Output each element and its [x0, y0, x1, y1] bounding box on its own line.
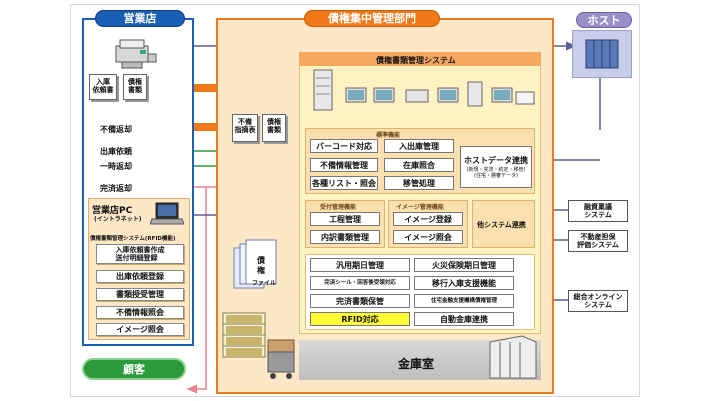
- file-label-3: ファイル: [252, 280, 277, 287]
- bottom-kansai-hokan: 完済書類保管: [310, 294, 410, 308]
- std-fubi: 不備情報管理: [310, 158, 378, 172]
- customer-line: [186, 187, 207, 394]
- ext-yushi: 融資稟議 システム: [568, 200, 628, 222]
- host-link-box: ホストデータ連携 (新規・完済・約定・移管) (住宅・勝審データ): [460, 146, 532, 188]
- std-label: 標準機能: [376, 132, 401, 139]
- bottom-rfid: RFID対応: [310, 312, 410, 326]
- file-stack-icon: [232, 238, 280, 294]
- ichiji-label: 一時返却: [100, 162, 132, 171]
- host-link-sub: (新規・完済・約定・移管) (住宅・勝審データ): [466, 166, 526, 179]
- ext-sogo: 総合オンライン システム: [568, 290, 628, 312]
- nyuko-doc-line1: 入庫: [96, 78, 110, 86]
- saiken-doc-line1: 債権: [128, 78, 142, 86]
- std-zaiko: 在庫照合: [384, 158, 454, 172]
- uketsuke-kotei: 工程管理: [310, 212, 380, 226]
- nyuko-doc-line2: 依頼書: [92, 86, 114, 94]
- vault-label: 金庫室: [398, 357, 435, 371]
- return-docs-arrow: [162, 118, 232, 136]
- bottom-kasai: 火災保険期日管理: [414, 258, 514, 272]
- kansai-label: 完済返却: [100, 184, 132, 193]
- other-link-area: [472, 200, 535, 248]
- std-list: 各種リスト・照会: [310, 176, 378, 190]
- center-saiken-line1: 債権: [267, 118, 281, 126]
- nyuko-doc: 入庫 依頼書: [89, 74, 117, 100]
- bottom-jido: 自動金庫連携: [414, 312, 514, 326]
- center-saiken-doc: 債権 書類: [262, 114, 286, 142]
- std-ikan: 移管処理: [384, 176, 454, 190]
- cart-icon: [266, 338, 296, 380]
- std-nyushukko: 入出庫管理: [384, 139, 454, 153]
- branch-btn-nyuko[interactable]: 入庫依頼書作成 送付明細登録: [96, 244, 184, 264]
- image-shokai: イメージ照会: [393, 230, 463, 244]
- customer-box: 顧客: [82, 358, 186, 380]
- branch-title: 営業店: [95, 10, 185, 27]
- cabinet-icon: [488, 332, 538, 380]
- file-label-2: 権: [257, 266, 265, 275]
- branch-btn-shukko[interactable]: 出庫依頼登録: [96, 270, 184, 283]
- shelf-icon: [222, 312, 266, 358]
- host-server-icon: [584, 36, 620, 72]
- laptop-icon: [149, 202, 185, 226]
- saiken-doc: 債権 書類: [123, 74, 147, 100]
- branch-pc-title: 営業店PC: [92, 206, 133, 216]
- ext-fudosan: 不動産担保 評価システム: [568, 230, 628, 252]
- bottom-kansai-seal: 完済シール・回答後受領対応: [310, 276, 410, 290]
- system-title: 債権書類管理システム: [376, 56, 456, 65]
- server-pc-icons: [310, 68, 536, 114]
- other-link-label: 他システム連携: [477, 221, 526, 229]
- center-saiken-line2: 書類: [267, 126, 281, 134]
- bottom-ikou: 移行入庫支援機能: [414, 276, 514, 290]
- branch-pc-sub: (イントラネット): [94, 216, 142, 223]
- shukko-label: 出庫依頼: [100, 147, 132, 156]
- saiken-doc-line2: 書類: [128, 86, 142, 94]
- image-label: イメージ管理機能: [396, 204, 444, 211]
- center-title: 債権集中管理部門: [304, 10, 440, 27]
- uketsuke-label: 受付管理機能: [320, 204, 357, 211]
- fubi-doc-line1: 不備: [238, 118, 252, 126]
- branch-btn-image[interactable]: イメージ照会: [96, 323, 184, 336]
- image-toroku: イメージ登録: [393, 212, 463, 226]
- fubi-shiteki-doc: 不備 指摘表: [232, 114, 258, 142]
- bottom-hanyo: 汎用期日管理: [310, 258, 410, 272]
- copier-icon: [110, 34, 160, 70]
- host-title: ホスト: [576, 12, 632, 28]
- std-barcode: バーコード対応: [310, 139, 378, 153]
- branch-btn-juju[interactable]: 書類授受管理: [96, 288, 184, 301]
- host-link-title: ホストデータ連携: [464, 155, 528, 165]
- fubi-return-label: 不備返却: [100, 125, 132, 134]
- file-label-1: 債: [257, 256, 265, 265]
- uketsuke-uchiwake: 内訳書類管理: [310, 230, 380, 244]
- fubi-doc-line2: 指摘表: [234, 126, 256, 134]
- system-title-bar: [299, 52, 541, 66]
- bottom-jukin: 住宅金融支援機構債権管理: [414, 294, 514, 308]
- branch-pc-system: 債権書類管理システム(RFID機能): [90, 236, 176, 242]
- branch-btn-fubi[interactable]: 不備情報照会: [96, 306, 184, 319]
